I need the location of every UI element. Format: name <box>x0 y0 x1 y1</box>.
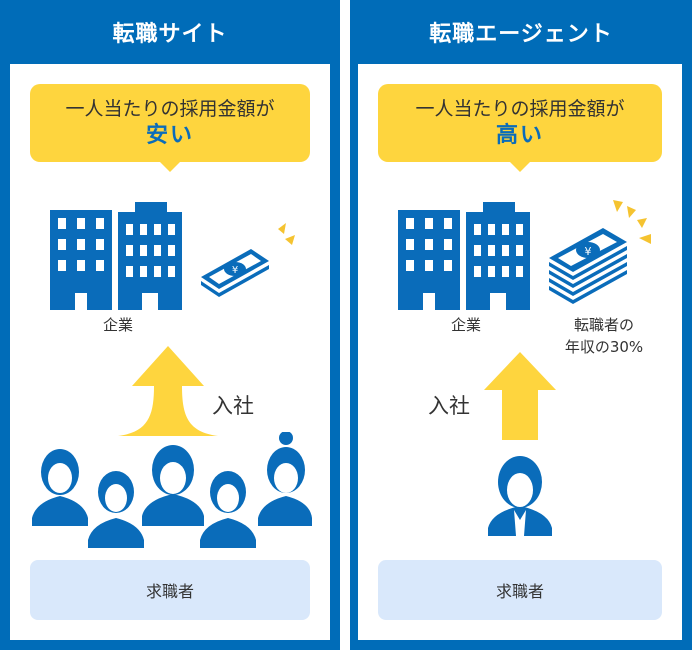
svg-text:¥: ¥ <box>585 245 592 258</box>
join-company-label: 入社 <box>428 394 470 418</box>
svg-text:¥: ¥ <box>232 265 238 276</box>
job-seeker-box: 求職者 <box>378 560 662 620</box>
cost-bubble: 一人当たりの採用金額が 高い <box>378 84 662 172</box>
join-company-label: 入社 <box>212 394 254 418</box>
annual-income-line2: 年収の30% <box>564 338 644 356</box>
panel-title: 転職エージェント <box>429 22 613 47</box>
up-arrow-icon <box>118 346 218 436</box>
company-label: 企業 <box>102 316 133 334</box>
company-buildings-icon <box>398 202 530 310</box>
bubble-emphasis: 安い <box>145 123 194 148</box>
job-seeker-box: 求職者 <box>30 560 310 620</box>
yen-bills-small-icon: ¥ <box>201 223 295 297</box>
bubble-emphasis: 高い <box>495 123 544 148</box>
annual-income-line1: 転職者の <box>573 316 634 334</box>
company-buildings-icon <box>50 202 182 310</box>
cost-bubble: 一人当たりの採用金額が 安い <box>30 84 310 172</box>
panel-title: 転職サイト <box>112 22 228 47</box>
panel-body: 一人当たりの採用金額が 安い 企業 <box>10 64 330 640</box>
company-label: 企業 <box>450 316 481 334</box>
yen-bills-large-icon: ¥ <box>549 200 651 304</box>
job-seeker-icon <box>488 456 552 536</box>
job-site-panel: 転職サイト 一人当たりの採用金額が 安い 企業 <box>0 0 340 650</box>
bubble-text: 一人当たりの採用金額が <box>65 98 275 120</box>
up-arrow-icon <box>484 352 556 440</box>
job-seekers-group-icon <box>32 432 312 548</box>
job-agent-panel: 転職エージェント 一人当たりの採用金額が 高い 企業 <box>350 0 692 650</box>
bubble-text: 一人当たりの採用金額が <box>415 98 625 120</box>
panel-body: 一人当たりの採用金額が 高い 企業 <box>358 64 682 640</box>
annual-income-label: 転職者の 年収の30% <box>554 314 654 358</box>
